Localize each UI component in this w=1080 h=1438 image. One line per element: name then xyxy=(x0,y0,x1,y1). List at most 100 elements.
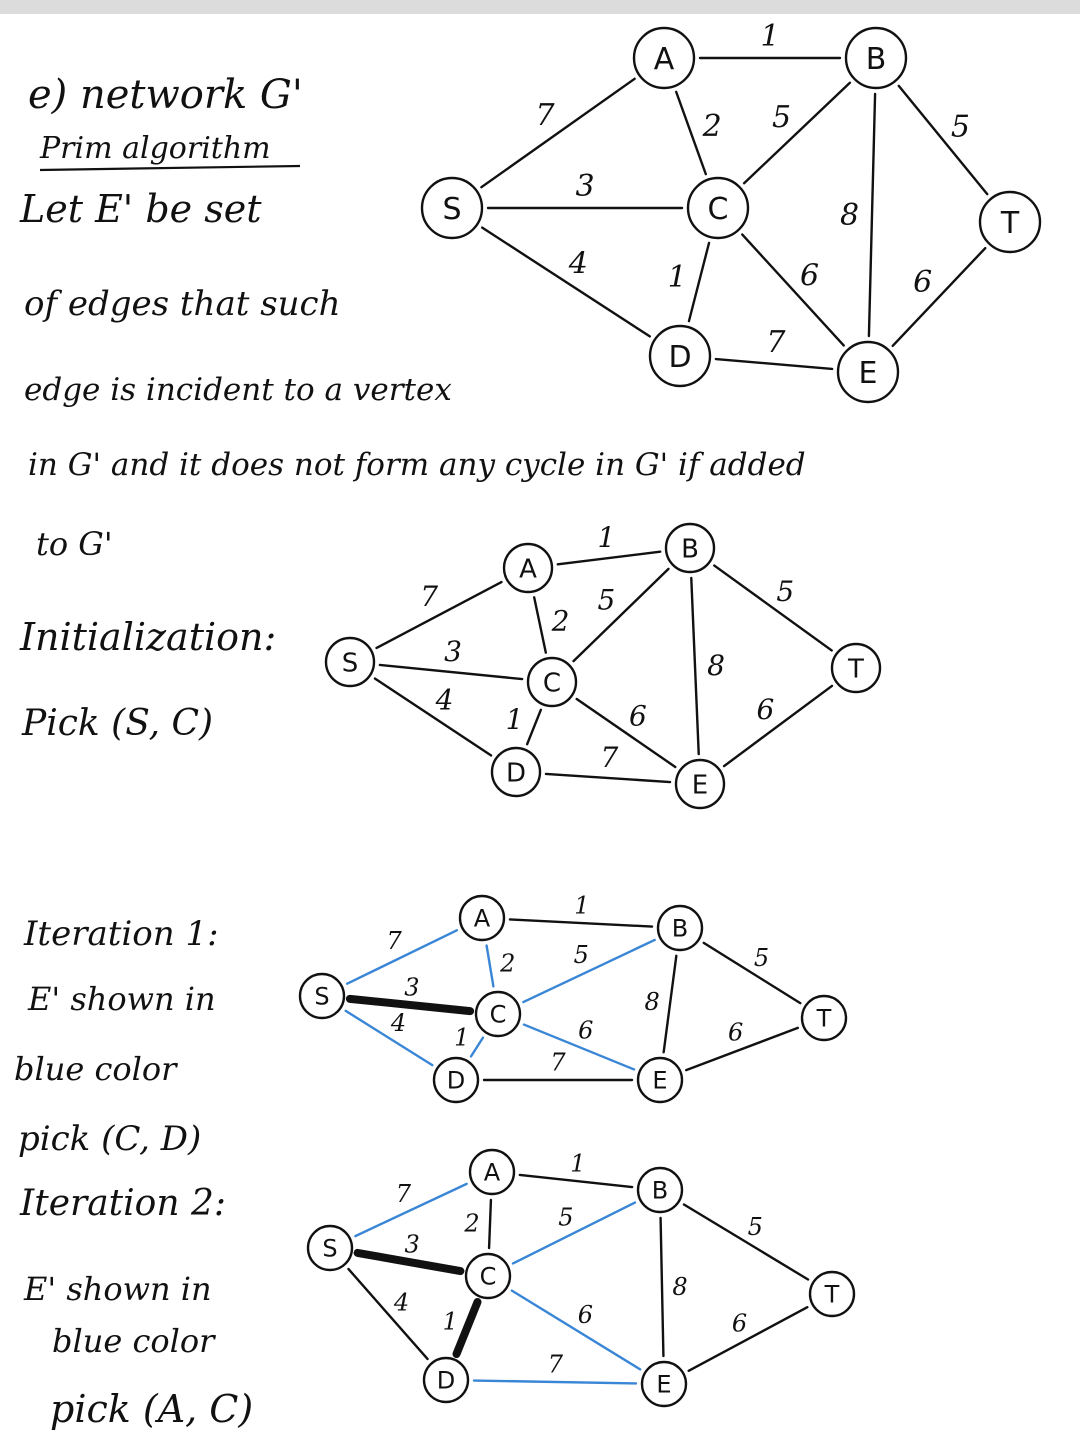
initialization-edge-A-B xyxy=(556,550,662,566)
init-title: Initialization: xyxy=(19,615,276,659)
network-node-S: S xyxy=(420,176,484,240)
iteration2-weight-C-D: 1 xyxy=(443,1308,458,1336)
initialization-edge-S-A xyxy=(375,580,503,650)
initialization-weight-S-A: 7 xyxy=(420,580,438,613)
network-node-circle-C xyxy=(686,176,750,240)
initialization-weight-B-T: 5 xyxy=(776,575,794,608)
network-node-circle-A xyxy=(632,26,696,90)
iteration2-weight-C-B: 5 xyxy=(558,1203,573,1231)
definition-line-1: Let E' be set xyxy=(19,187,262,231)
iteration2-weight-A-B: 1 xyxy=(570,1150,585,1178)
iteration1-edge-B-E xyxy=(662,954,678,1054)
iteration1-node-circle-E xyxy=(636,1056,684,1104)
notes-text: e) network G' Prim algorithm Let E' be s… xyxy=(14,72,806,1431)
initialization-node-circle-E xyxy=(674,758,726,810)
iteration2-edge-S-C xyxy=(353,1248,465,1276)
iter2-pick: pick (A, C) xyxy=(50,1387,253,1431)
iteration1-weight-C-D: 1 xyxy=(454,1024,469,1052)
network-node-D: D xyxy=(648,324,712,388)
network-weight-E-T: 6 xyxy=(913,265,932,300)
network-weight-B-E: 8 xyxy=(840,198,859,233)
initialization-weight-B-E: 8 xyxy=(707,649,725,682)
iteration2-weight-D-E: 7 xyxy=(548,1350,564,1378)
initialization-node-T: T xyxy=(830,642,882,694)
iteration1-weight-S-D: 4 xyxy=(390,1009,406,1037)
iter2-desc-1: E' shown in xyxy=(23,1270,212,1308)
iteration1-weight-C-B: 5 xyxy=(574,941,589,969)
iteration1-edge-B-T xyxy=(702,941,802,1005)
iteration1-node-circle-A xyxy=(458,894,506,942)
network-node-T: T xyxy=(978,190,1042,254)
iteration2-edge-S-A xyxy=(354,1182,468,1238)
heading-network: e) network G' xyxy=(28,72,303,118)
initialization-node-label-A: A xyxy=(519,554,537,584)
iteration2-node-circle-C xyxy=(464,1252,512,1300)
iteration1-edge-S-A xyxy=(345,929,459,985)
iteration1-node-label-A: A xyxy=(474,905,491,933)
initialization-edge-A-C xyxy=(532,596,548,654)
iteration1-weight-B-T: 5 xyxy=(754,944,769,972)
iteration2-weight-C-E: 6 xyxy=(578,1301,593,1329)
initialization-node-label-D: D xyxy=(506,758,526,788)
iteration1-weight-B-E: 8 xyxy=(645,988,660,1016)
iteration2-weight-S-D: 4 xyxy=(393,1289,409,1317)
initialization-node-circle-C xyxy=(526,656,578,708)
initialization-edge-S-C xyxy=(378,663,524,681)
iteration1-node-label-T: T xyxy=(816,1005,832,1033)
network-node-label-E: E xyxy=(859,356,878,391)
iteration1-edge-A-C xyxy=(485,944,495,988)
iteration2-weight-S-A: 7 xyxy=(396,1180,412,1208)
iter1-desc-1: E' shown in xyxy=(27,980,216,1018)
network-node-label-C: C xyxy=(708,192,729,227)
definition-line-3: edge is incident to a vertex xyxy=(24,372,452,408)
iteration1-node-label-C: C xyxy=(490,1001,507,1029)
initialization-node-label-C: C xyxy=(543,668,561,698)
initialization-node-C: C xyxy=(526,656,578,708)
network-weight-D-E: 7 xyxy=(766,325,786,360)
network-node-B: B xyxy=(844,26,908,90)
network-edge-E-T xyxy=(891,246,987,348)
initialization-weight-E-T: 6 xyxy=(757,693,775,726)
initialization-weight-C-D: 1 xyxy=(506,703,524,736)
iteration2-node-circle-B xyxy=(636,1166,684,1214)
iteration1-node-label-B: B xyxy=(672,915,688,943)
iteration2-node-circle-T xyxy=(808,1270,856,1318)
network-node-E: E xyxy=(836,340,900,404)
iteration2-edge-C-E xyxy=(510,1289,642,1371)
iteration1-node-S: S xyxy=(298,972,346,1020)
initialization-node-A: A xyxy=(502,542,554,594)
top-bar xyxy=(0,0,1080,14)
iteration1-node-C: C xyxy=(474,990,522,1038)
initialization-weight-S-C: 3 xyxy=(444,635,462,668)
iteration2-edge-B-E xyxy=(659,1216,665,1358)
initialization-weight-S-D: 4 xyxy=(435,683,454,716)
initialization-edge-B-T xyxy=(713,564,833,652)
iteration1-edge-S-C xyxy=(345,994,475,1016)
iteration1-edge-S-D xyxy=(344,1009,434,1067)
iteration1-node-label-D: D xyxy=(447,1067,465,1095)
network-node-label-S: S xyxy=(442,192,461,227)
network-node-circle-T xyxy=(978,190,1042,254)
iteration1-weight-A-B: 1 xyxy=(574,891,589,919)
iteration2-weight-E-T: 6 xyxy=(732,1310,747,1338)
iteration2-edge-C-B xyxy=(511,1201,637,1265)
iteration1-edge-C-B xyxy=(522,938,656,1004)
initialization-node-circle-S xyxy=(324,636,376,688)
iteration2-edge-D-E xyxy=(472,1379,638,1385)
iteration1-node-B: B xyxy=(656,904,704,952)
iteration2-edge-E-T xyxy=(687,1306,809,1372)
network-node-A: A xyxy=(632,26,696,90)
initialization-node-circle-B xyxy=(664,522,716,574)
iteration2-node-circle-S xyxy=(306,1224,354,1272)
iteration1-node-label-E: E xyxy=(652,1067,667,1095)
iteration2-edge-B-T xyxy=(682,1203,810,1281)
network-edge-C-B xyxy=(742,81,852,185)
network-edge-B-T xyxy=(897,84,989,196)
iteration2-node-B: B xyxy=(636,1166,684,1214)
initialization-node-S: S xyxy=(324,636,376,688)
definition-line-2: of edges that such xyxy=(24,284,340,324)
iteration2-edge-A-C xyxy=(487,1198,493,1250)
iteration1-node-circle-C xyxy=(474,990,522,1038)
network-weight-A-C: 2 xyxy=(702,109,722,144)
